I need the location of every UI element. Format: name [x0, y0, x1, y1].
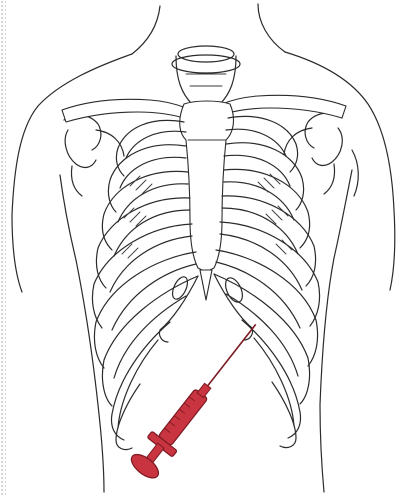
left-shoulder-joint	[64, 115, 124, 196]
sternum	[180, 101, 234, 300]
left-ribs	[92, 120, 198, 449]
right-shoulder-joint	[284, 113, 358, 196]
right-ribs	[214, 116, 320, 447]
trachea-rings	[172, 46, 240, 104]
